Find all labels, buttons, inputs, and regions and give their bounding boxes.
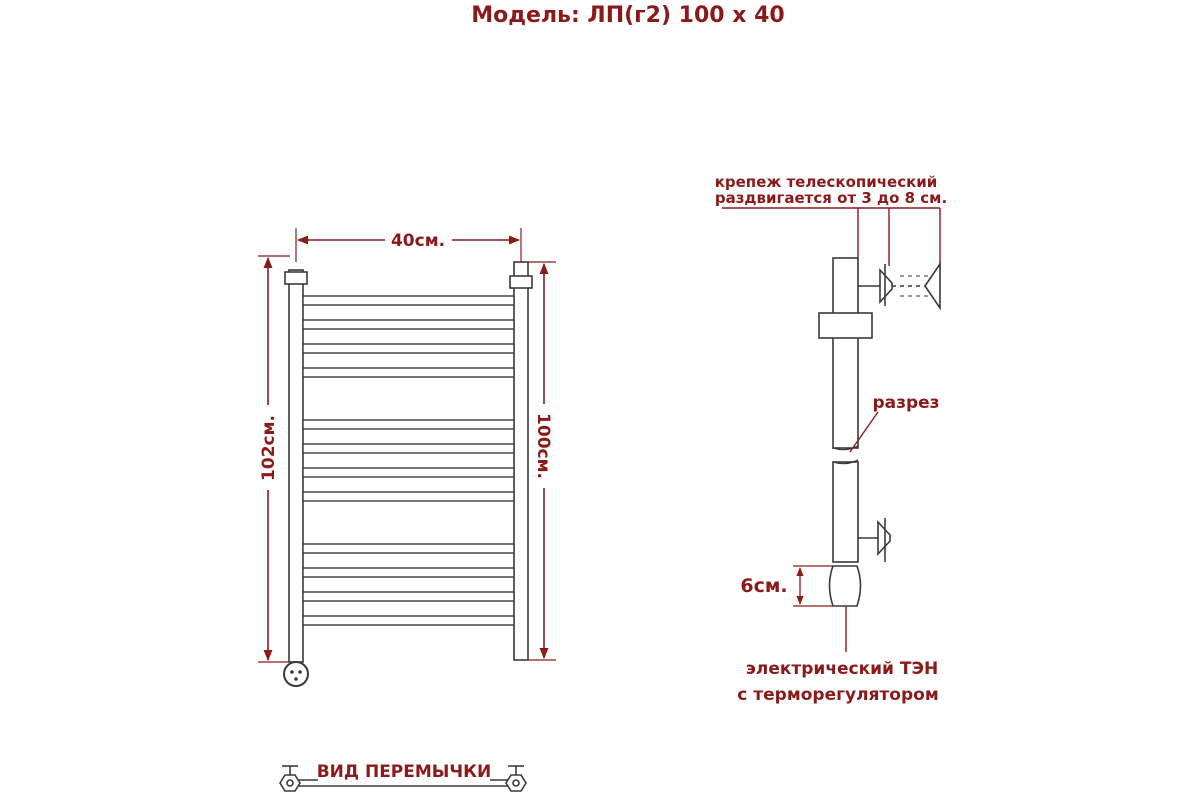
rung-11 <box>302 591 515 602</box>
right-top-cap <box>509 275 533 289</box>
side-riser-lower <box>832 461 859 563</box>
model-title: Модель: ЛП(г2) 100 х 40 <box>471 3 784 28</box>
width-label: 40см. <box>391 231 445 251</box>
jumper-left-fitting-icon <box>279 765 301 792</box>
mount-note-line2: раздвигается от 3 до 8 см. <box>715 189 947 207</box>
left-riser-tube <box>288 269 304 663</box>
right-height-label: 100см. <box>533 413 553 479</box>
section-leader <box>849 411 879 453</box>
rung-10 <box>302 567 515 578</box>
rung-8 <box>302 491 515 502</box>
heater-offset-dimension <box>793 565 833 607</box>
rung-2 <box>302 319 515 330</box>
left-top-cap <box>284 271 308 285</box>
right-height-dimension <box>528 261 556 661</box>
heater-offset-label: 6см. <box>740 575 787 597</box>
lower-wall-bracket-icon <box>858 518 891 562</box>
heater-label-line1: электрический ТЭН <box>746 659 938 679</box>
right-riser-tube <box>513 261 529 661</box>
section-break <box>832 445 859 465</box>
left-height-label: 102см. <box>259 415 279 481</box>
left-height-dimension <box>258 255 290 663</box>
rung-6 <box>302 443 515 454</box>
rung-9 <box>302 543 515 554</box>
side-riser-upper <box>832 257 859 449</box>
rung-1 <box>302 295 515 306</box>
front-view: 40см. 102см. 100см. <box>258 228 556 687</box>
rung-3 <box>302 343 515 354</box>
heater-body <box>828 565 862 607</box>
jumper-right-fitting-icon <box>505 765 527 792</box>
rung-12 <box>302 615 515 626</box>
jumper-label: ВИД ПЕРЕМЫЧКИ <box>317 762 492 782</box>
jumper-view: ВИД ПЕРЕМЫЧКИ <box>279 760 527 792</box>
section-label: разрез <box>872 393 939 413</box>
mount-note-leaders <box>722 207 941 270</box>
mount-note-line1: крепеж телескопический <box>715 173 938 191</box>
upper-wall-bracket-icon <box>858 261 941 311</box>
side-riser-collar <box>818 312 873 339</box>
rungs-group <box>302 295 515 626</box>
rung-7 <box>302 467 515 478</box>
width-dimension <box>295 228 522 262</box>
side-view: крепеж телескопический раздвигается от 3… <box>715 173 947 705</box>
rung-5 <box>302 419 515 430</box>
heater-label-line2: с терморегулятором <box>737 685 938 705</box>
rung-4 <box>302 367 515 378</box>
heater-connector-icon <box>283 661 309 687</box>
